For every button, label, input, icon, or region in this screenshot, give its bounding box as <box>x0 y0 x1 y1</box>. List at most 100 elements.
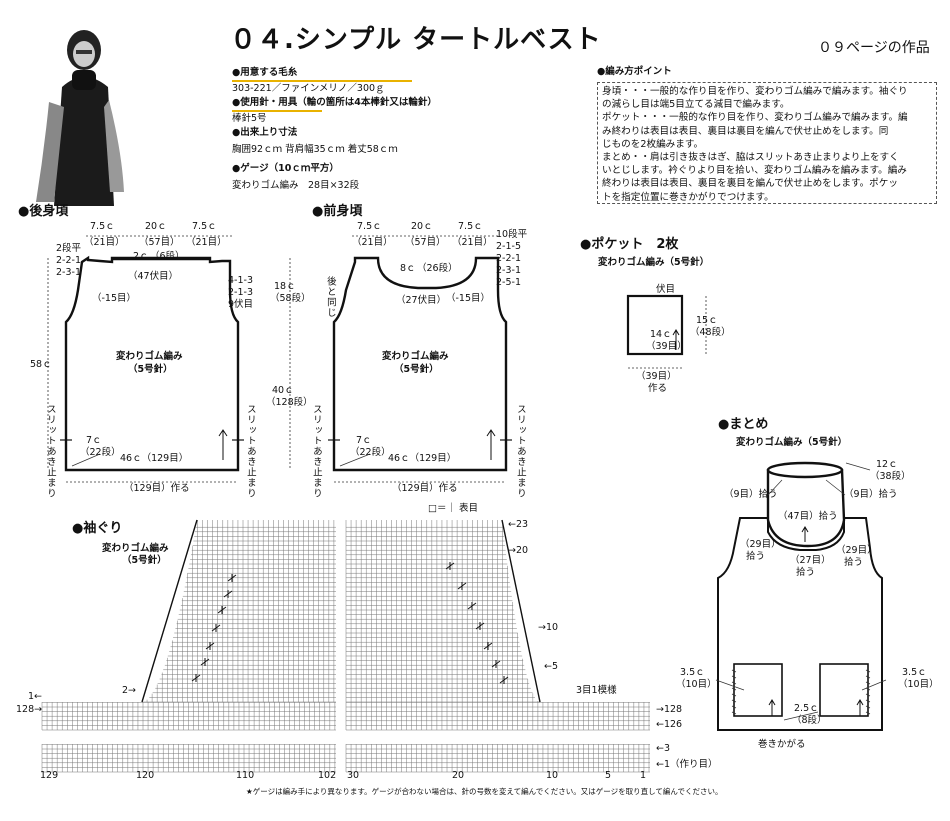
decrease-mark <box>200 658 210 666</box>
back-slit-h: 7ｃ <box>86 435 102 446</box>
back-outline <box>64 255 240 472</box>
chart-legend: □＝｜ 表目 <box>428 503 478 514</box>
front-slit-rows: （22段） <box>350 447 391 458</box>
back-neck-st: （57目） <box>139 237 180 248</box>
front-neck-rows: （26段） <box>417 263 458 274</box>
col-label: 129 <box>40 770 59 781</box>
pocket-pos-left-rows: （10目） <box>676 679 717 690</box>
row-label: ←23 <box>508 519 529 530</box>
model-photo <box>14 12 129 206</box>
front-neck-st: （57目） <box>405 237 446 248</box>
pocket-pos-left: 3.5ｃ <box>680 667 705 678</box>
finishing-pocket-right <box>819 663 869 717</box>
front-dec-right-5: 2-5-1 <box>496 277 521 288</box>
back-dec-right-2: 2-1-3 <box>228 287 253 298</box>
front-bind-off: （27伏目） <box>396 295 447 306</box>
back-needle: （5号針） <box>128 364 173 375</box>
back-slit-rows: （22段） <box>80 447 121 458</box>
back-shoulder-right-st: （21目） <box>186 237 227 248</box>
col-label: 5 <box>605 770 612 781</box>
row-label: ←1（作り目） <box>656 759 718 770</box>
finishing-pocket-left <box>733 663 783 717</box>
col-label: 102 <box>318 770 337 781</box>
back-armhole-rows: （58段） <box>270 293 311 304</box>
back-dec-count: （-15目） <box>92 293 137 304</box>
pocket-outline <box>626 294 684 356</box>
pocket-width: 14ｃ <box>650 329 672 340</box>
decrease-mark <box>457 582 467 590</box>
finishing-stitch: 変わりゴム編み（5号針） <box>736 437 848 448</box>
col-label: 30 <box>347 770 360 781</box>
decrease-mark <box>191 674 201 682</box>
decrease-mark <box>491 660 501 668</box>
tips-line: の減らし目は端5目立てる減目で編みます。 <box>602 99 790 111</box>
needle-value: 棒針5号 <box>232 113 267 124</box>
pick-front-2: 拾う <box>796 567 816 578</box>
row-label: ←126 <box>656 719 683 730</box>
row-label: →20 <box>508 545 529 556</box>
front-dec-right-4: 2-3-1 <box>496 265 521 276</box>
front-dec-right-1: 10段平 <box>496 229 528 240</box>
col-label: 110 <box>236 770 255 781</box>
pick-side-left-2: 拾う <box>746 551 766 562</box>
col-label: 20 <box>452 770 465 781</box>
pocket-pos-bottom-rows: （8段） <box>792 715 827 726</box>
front-cast-on: （129目）作る <box>392 483 458 494</box>
tips-line: 身頃・・・一般的な作り目を作り、変わりゴム編みで編みます。袖ぐり <box>602 86 908 97</box>
grid-line <box>501 519 541 703</box>
tips-line: み終わりは表目は表目、裏目は裏目を編んで伏せ止めをします。同 <box>602 125 889 137</box>
pocket-height: 15ｃ <box>696 315 718 326</box>
front-slit-left: スリットあき止まり <box>310 404 322 499</box>
finishing-outline <box>717 517 883 731</box>
back-cast-on: （129目）作る <box>124 483 190 494</box>
back-stitch: 変わりゴム編み <box>116 351 183 362</box>
front-dec-count: （-15目） <box>446 293 491 304</box>
gauge-value: 変わりゴム編み 28目×32段 <box>232 180 360 191</box>
row-label: 1← <box>28 691 43 702</box>
armhole-stitch: 変わりゴム編み <box>102 543 169 554</box>
armhole-heading: ●袖ぐり <box>72 521 123 536</box>
pocket-bind: 伏目 <box>656 284 676 295</box>
pocket-width-st: （39目） <box>646 341 687 352</box>
pocket-stitch: 変わりゴム編み（5号針） <box>598 257 710 268</box>
front-same-as-back: 後と同じ <box>324 276 336 318</box>
tips-line: じものを2枚編みます。 <box>602 138 704 150</box>
decrease-mark <box>483 642 493 650</box>
gauge-heading: ●ゲージ（10ｃｍ平方） <box>232 163 339 174</box>
pick-side-left: （29目） <box>740 539 781 550</box>
decrease-mark <box>227 574 237 582</box>
yarn-value: 303-221／ファインメリノ／300ｇ <box>232 83 385 94</box>
collar-height: 12ｃ <box>876 459 898 470</box>
pocket-pos-bottom: 2.5ｃ <box>794 703 819 714</box>
pocket-pos-right: 3.5ｃ <box>902 667 927 678</box>
row-label: →10 <box>538 622 559 633</box>
row-label: ←5 <box>544 661 559 672</box>
pattern-repeat: 3目1模様 <box>576 685 617 696</box>
front-dec-right-2: 2-1-5 <box>496 241 521 252</box>
tips-line: 終わりは表目は表目、裏目を裏目を編んで伏せ止めをします。ポケッ <box>602 178 898 190</box>
decrease-mark <box>499 676 509 684</box>
pick-back: （47目）拾う <box>778 511 838 522</box>
tips-line: トを指定位置に巻きかがりでつけます。 <box>602 191 774 203</box>
armhole-needle: （5号針） <box>122 555 167 566</box>
tips-box: 身頃・・・一般的な作り目を作り、変わりゴム編みで編みます。袖ぐり の減らし目は端… <box>597 82 937 204</box>
front-shoulder-right: 7.5ｃ <box>458 221 483 232</box>
back-total-h: 58ｃ <box>30 359 52 370</box>
row-label: ←3 <box>656 743 671 754</box>
pocket-cast: （39目） <box>636 371 677 382</box>
front-outline <box>332 256 508 472</box>
back-slit-right: スリットあき止まり <box>244 404 256 499</box>
decrease-mark <box>211 624 221 632</box>
pick-front: （27目） <box>790 555 831 566</box>
yarn-heading: ●用意する毛糸 <box>232 67 412 82</box>
front-neck-depth: 8ｃ <box>400 263 416 274</box>
front-heading: ●前身頃 <box>312 204 363 219</box>
front-shoulder-right-st: （21目） <box>452 237 493 248</box>
finishing-heading: ●まとめ <box>718 417 769 432</box>
back-neck-depth: 2ｃ <box>133 251 149 262</box>
page-reference: ０９ページの作品 <box>818 40 930 56</box>
back-body-h: 40ｃ <box>272 385 294 396</box>
pick-right: （9目）拾う <box>844 489 898 500</box>
